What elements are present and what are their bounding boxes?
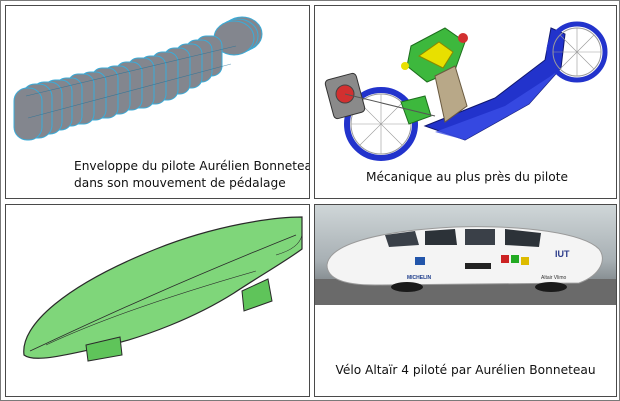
rear-wheel bbox=[344, 87, 418, 161]
bike-side-text: Altair Vlimo bbox=[541, 275, 567, 281]
caption-altair-bike: Vélo Altaïr 4 piloté par Aurélien Bonnet… bbox=[335, 363, 596, 377]
caption-mechanics: Mécanique au plus près du pilote bbox=[365, 170, 569, 184]
front-wheel bbox=[546, 21, 608, 83]
caption-rider-envelope: Enveloppe du pilote Aurélien Bonneteau d… bbox=[74, 158, 310, 192]
caption-line-1: Enveloppe du pilote Aurélien Bonneteau bbox=[74, 159, 310, 173]
panel-mechanics: Mécanique au plus près du pilote bbox=[314, 5, 617, 199]
panel-rider-envelope: Enveloppe du pilote Aurélien Bonneteau d… bbox=[5, 5, 310, 199]
mechanics-render bbox=[324, 21, 608, 161]
fairing-render bbox=[23, 216, 303, 362]
panel-altair-bike: IUT MICHELIN Altair Vlimo Vélo Altaïr 4 … bbox=[314, 204, 617, 397]
caption-line-2: dans son mouvement de pédalage bbox=[74, 176, 286, 190]
panel-fairing-model bbox=[5, 204, 310, 397]
rider-envelope-render bbox=[13, 16, 263, 141]
bike-logo-text: IUT bbox=[555, 249, 570, 259]
crankset bbox=[324, 72, 366, 120]
bike-sponsor-text: MICHELIN bbox=[407, 275, 432, 281]
altair-bike-photo: IUT MICHELIN Altair Vlimo bbox=[315, 205, 616, 305]
